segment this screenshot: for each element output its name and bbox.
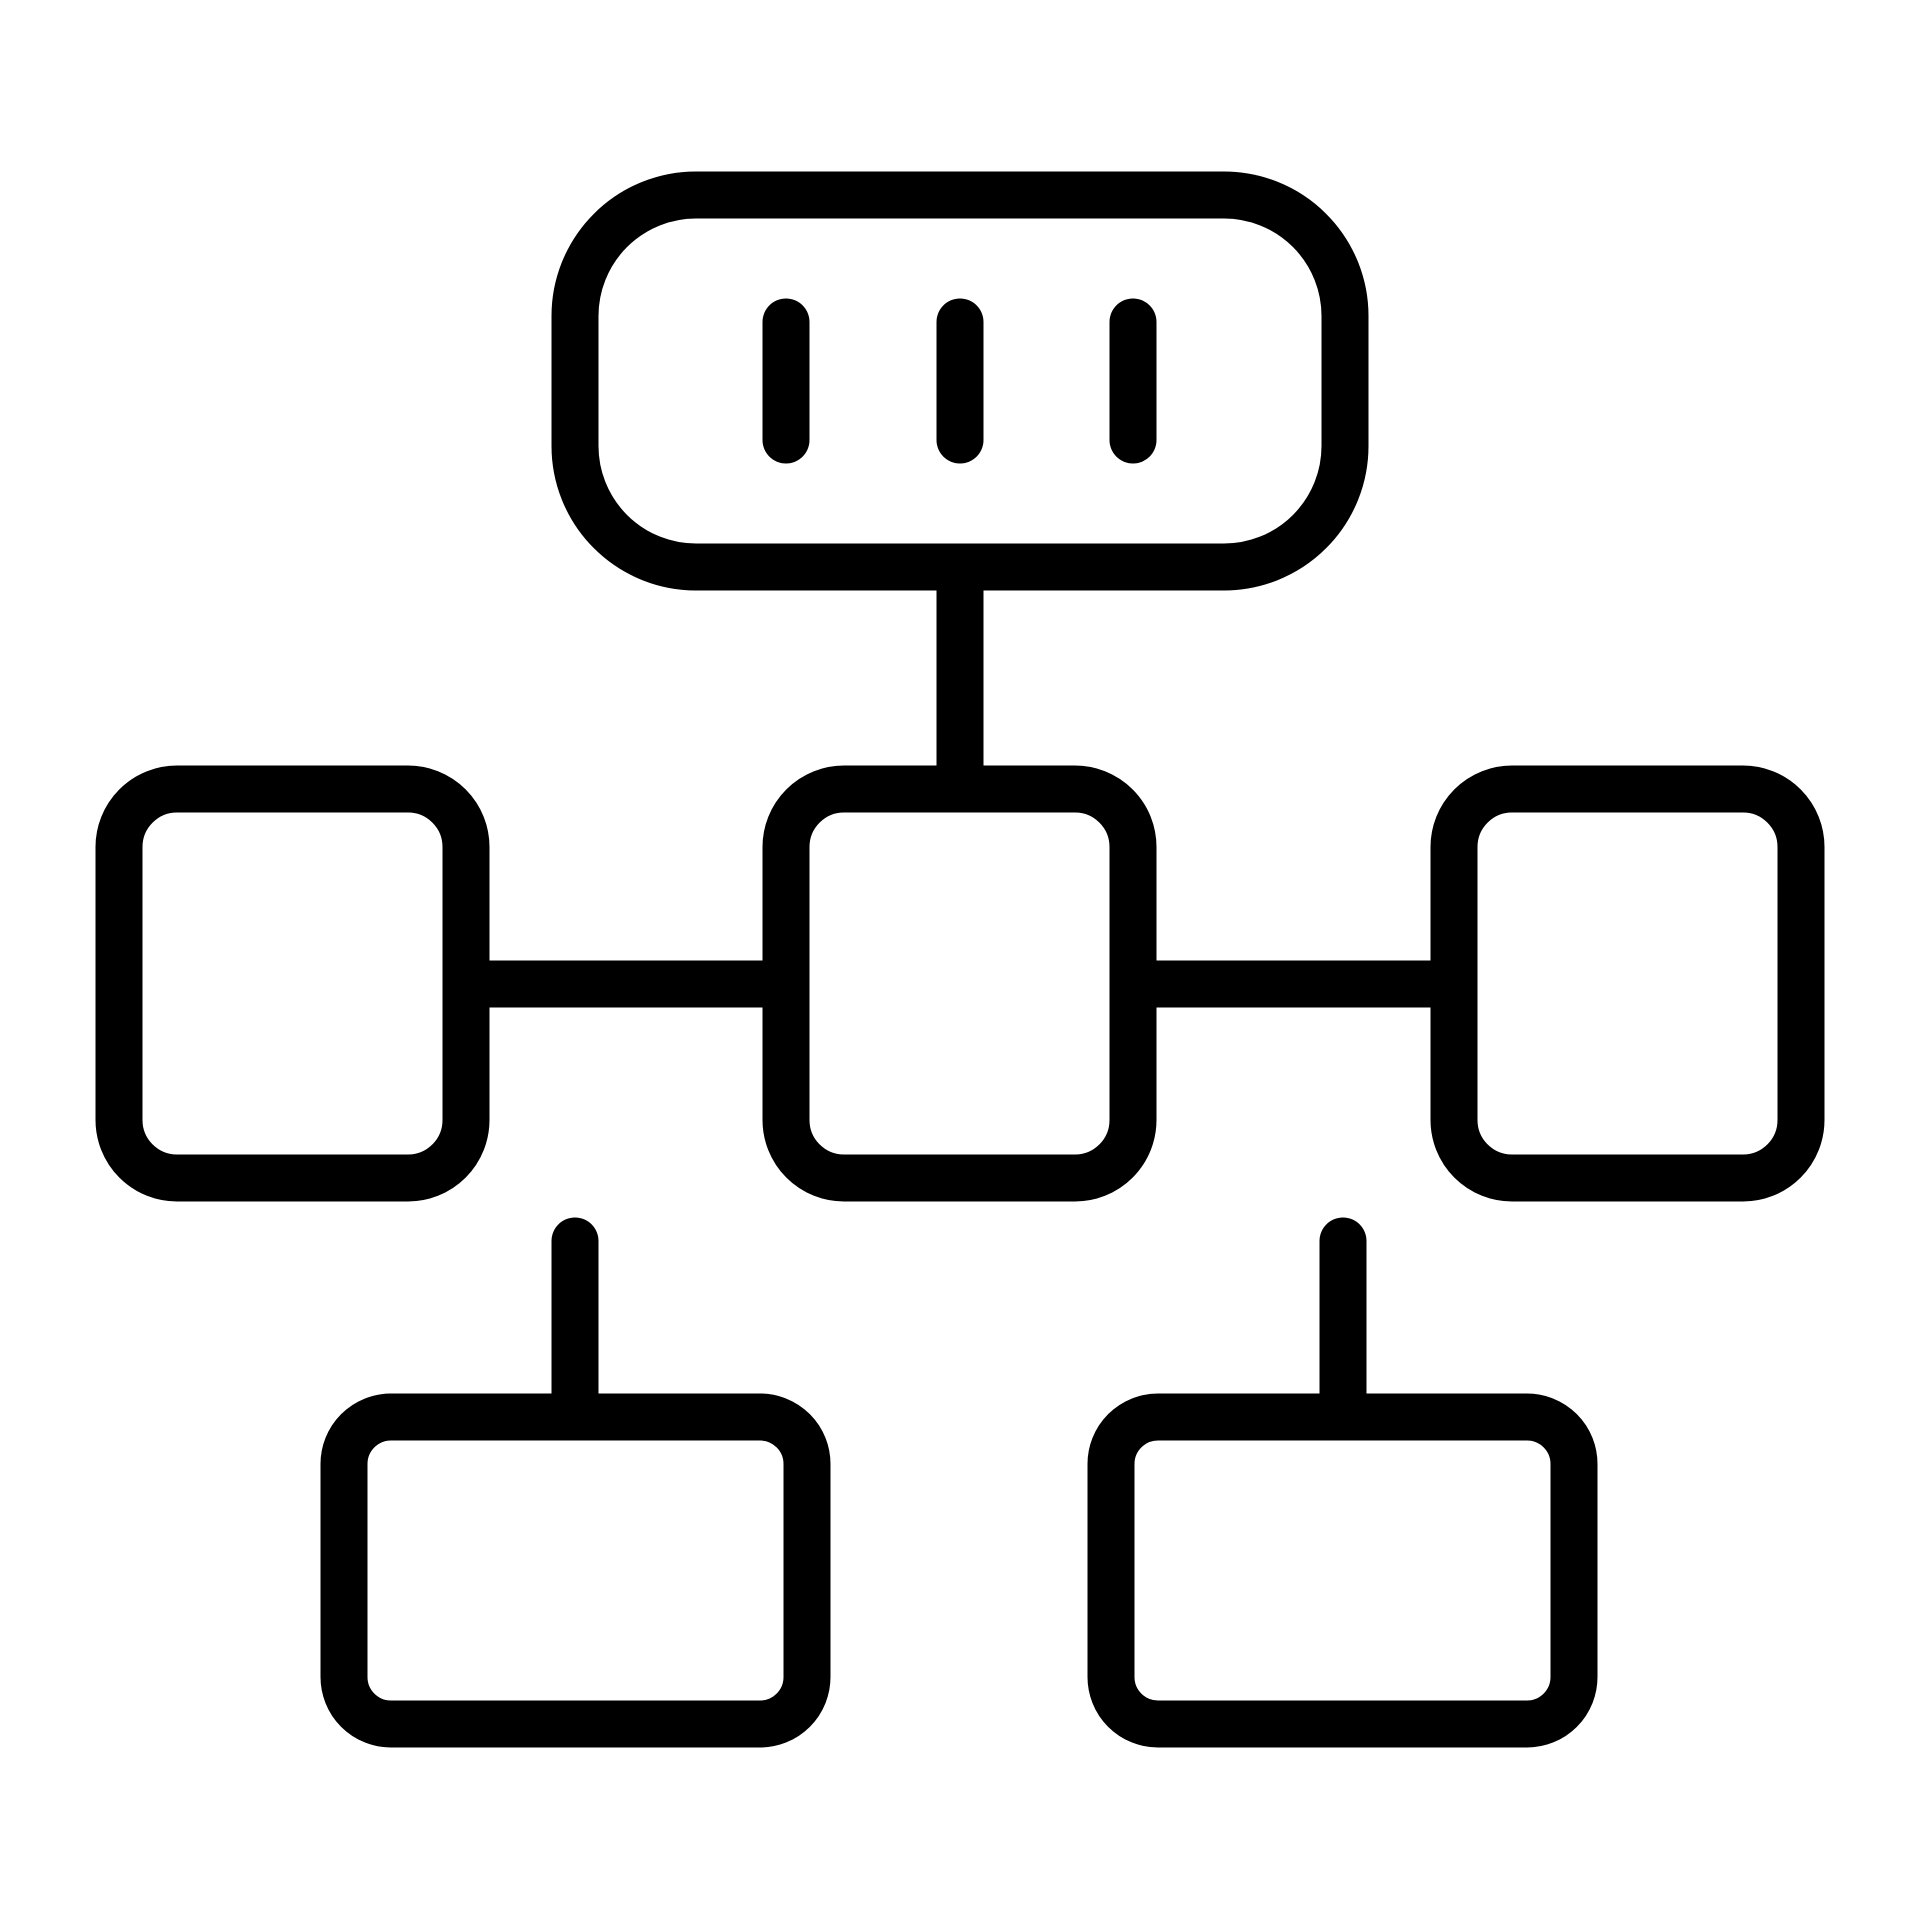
bottom-right-node: [1087, 1393, 1598, 1748]
bottom-left-node: [320, 1393, 831, 1748]
right-node: [1430, 765, 1825, 1202]
left-node: [95, 765, 490, 1202]
center-node: [762, 765, 1157, 1202]
